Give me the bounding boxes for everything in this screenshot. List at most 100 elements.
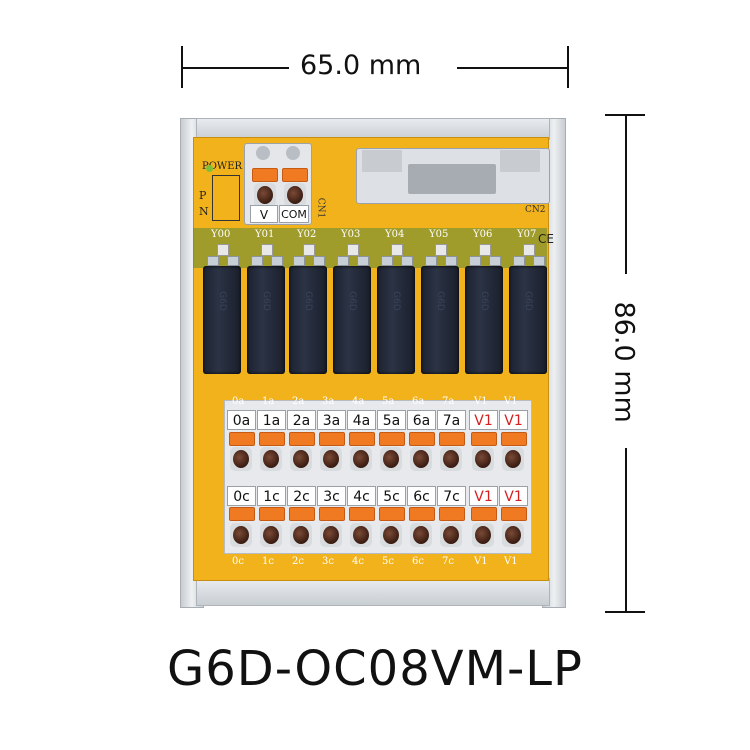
bottom-terminal-hole-0[interactable]	[230, 523, 252, 547]
top-terminal-hole-3[interactable]	[320, 447, 342, 471]
top-terminal-hole-5[interactable]	[380, 447, 402, 471]
bottom-terminal-lever-5[interactable]	[379, 507, 405, 521]
top-terminal-label-6: 6a	[407, 410, 436, 430]
cn1-label: CN1	[315, 197, 326, 219]
relay-socket-clip-0-1	[227, 256, 239, 266]
top-terminal-lever-1[interactable]	[259, 432, 285, 446]
bottom-terminal-label-1: 1c	[257, 486, 286, 506]
bottom-housing-rail	[196, 578, 550, 606]
bottom-terminal-lever-6[interactable]	[409, 507, 435, 521]
channel-led-icon-7	[523, 244, 535, 256]
relay-1[interactable]: G6D	[247, 266, 285, 374]
relay-4[interactable]: G6D	[377, 266, 415, 374]
width-dim-left-line	[181, 67, 289, 69]
bottom-terminal-lever-1[interactable]	[259, 507, 285, 521]
power-terminal-hole-v[interactable]	[254, 183, 276, 207]
bottom-terminal-label-8: V1	[469, 486, 498, 506]
top-terminal-label-3: 3a	[317, 410, 346, 430]
relay-5[interactable]: G6D	[421, 266, 459, 374]
top-terminal-lever-2[interactable]	[289, 432, 315, 446]
bottom-terminal-hole-3[interactable]	[320, 523, 342, 547]
bottom-terminal-hole-8[interactable]	[472, 523, 494, 547]
power-circuit-outline	[212, 175, 240, 221]
bottom-terminal-hole-4[interactable]	[350, 523, 372, 547]
power-label: POWER	[202, 161, 243, 172]
top-silk-8: V1	[474, 396, 488, 407]
channel-label-1: Y01	[255, 229, 275, 240]
bottom-terminal-lever-4[interactable]	[349, 507, 375, 521]
top-terminal-lever-6[interactable]	[409, 432, 435, 446]
relay-socket-clip-2-1	[313, 256, 325, 266]
top-terminal-lever-5[interactable]	[379, 432, 405, 446]
relay-3[interactable]: G6D	[333, 266, 371, 374]
relay-socket-clip-5-1	[445, 256, 457, 266]
power-led-icon	[206, 165, 213, 172]
height-dim-label: 86.0 mm	[608, 301, 640, 423]
top-terminal-hole-1[interactable]	[260, 447, 282, 471]
bottom-terminal-hole-5[interactable]	[380, 523, 402, 547]
power-lever-com[interactable]	[282, 168, 308, 182]
power-release-button-1[interactable]	[256, 146, 270, 160]
bottom-silk-3: 3c	[322, 556, 334, 567]
bottom-terminal-hole-2[interactable]	[290, 523, 312, 547]
top-terminal-hole-6[interactable]	[410, 447, 432, 471]
top-terminal-hole-7[interactable]	[440, 447, 462, 471]
top-terminal-lever-4[interactable]	[349, 432, 375, 446]
relay-socket-clip-6-0	[469, 256, 481, 266]
channel-led-icon-2	[303, 244, 315, 256]
top-silk-7: 7a	[442, 396, 455, 407]
width-dim-label: 65.0 mm	[300, 50, 422, 81]
top-terminal-hole-9[interactable]	[502, 447, 524, 471]
bottom-terminal-lever-2[interactable]	[289, 507, 315, 521]
relay-7[interactable]: G6D	[509, 266, 547, 374]
top-terminal-label-9: V1	[499, 410, 528, 430]
bottom-silk-2: 2c	[292, 556, 304, 567]
top-terminal-hole-0[interactable]	[230, 447, 252, 471]
power-release-button-2[interactable]	[286, 146, 300, 160]
bottom-terminal-hole-7[interactable]	[440, 523, 462, 547]
bottom-terminal-hole-1[interactable]	[260, 523, 282, 547]
top-silk-0: 0a	[232, 396, 245, 407]
bottom-terminal-lever-8[interactable]	[471, 507, 497, 521]
top-terminal-lever-8[interactable]	[471, 432, 497, 446]
relay-socket-clip-1-1	[271, 256, 283, 266]
height-dim-top-line	[625, 114, 627, 274]
bottom-terminal-label-6: 6c	[407, 486, 436, 506]
bottom-terminal-lever-3[interactable]	[319, 507, 345, 521]
top-terminal-lever-7[interactable]	[439, 432, 465, 446]
bottom-terminal-lever-9[interactable]	[501, 507, 527, 521]
power-terminal-hole-com[interactable]	[284, 183, 306, 207]
relay-socket-clip-7-0	[513, 256, 525, 266]
power-lever-v[interactable]	[252, 168, 278, 182]
top-terminal-hole-2[interactable]	[290, 447, 312, 471]
top-terminal-hole-8[interactable]	[472, 447, 494, 471]
cn2-latch-right	[500, 150, 540, 172]
relay-2[interactable]: G6D	[289, 266, 327, 374]
top-terminal-hole-4[interactable]	[350, 447, 372, 471]
bottom-silk-5: 5c	[382, 556, 394, 567]
top-silk-1: 1a	[262, 396, 275, 407]
top-terminal-lever-9[interactable]	[501, 432, 527, 446]
top-terminal-label-8: V1	[469, 410, 498, 430]
channel-label-5: Y05	[429, 229, 449, 240]
top-terminal-label-2: 2a	[287, 410, 316, 430]
bottom-terminal-lever-0[interactable]	[229, 507, 255, 521]
channel-label-4: Y04	[385, 229, 405, 240]
top-silk-6: 6a	[412, 396, 425, 407]
top-terminal-lever-0[interactable]	[229, 432, 255, 446]
top-terminal-lever-3[interactable]	[319, 432, 345, 446]
channel-label-3: Y03	[341, 229, 361, 240]
bottom-terminal-hole-9[interactable]	[502, 523, 524, 547]
bottom-terminal-label-0: 0c	[227, 486, 256, 506]
channel-label-0: Y00	[211, 229, 231, 240]
relay-marking: G6D	[261, 291, 271, 311]
relay-0[interactable]: G6D	[203, 266, 241, 374]
top-silk-4: 4a	[352, 396, 365, 407]
bottom-terminal-hole-6[interactable]	[410, 523, 432, 547]
bottom-terminal-label-3: 3c	[317, 486, 346, 506]
relay-6[interactable]: G6D	[465, 266, 503, 374]
top-terminal-label-0: 0a	[227, 410, 256, 430]
channel-led-icon-6	[479, 244, 491, 256]
relay-socket-clip-4-1	[401, 256, 413, 266]
bottom-terminal-lever-7[interactable]	[439, 507, 465, 521]
